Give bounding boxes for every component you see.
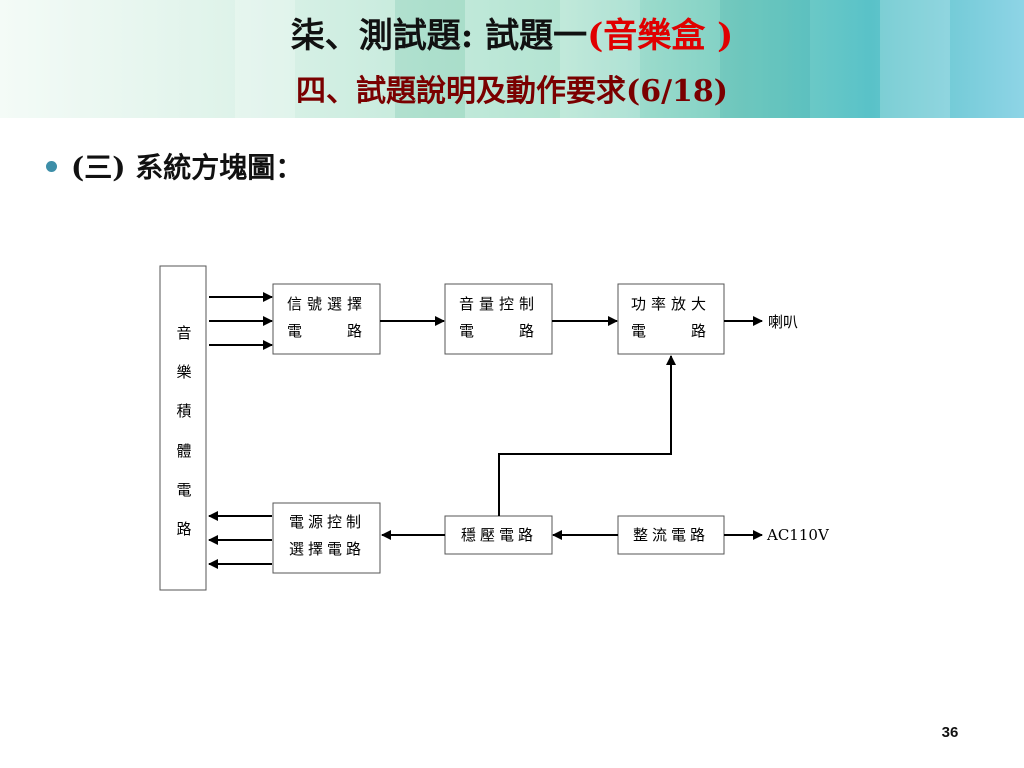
signal-select-box	[272, 283, 381, 355]
regulator-box	[444, 515, 553, 555]
title-bar: 柒、測試題: 試題一(音樂盒 ) 四、試題說明及動作要求(6/18)	[0, 0, 1024, 118]
bullet-item: (三) 系統方塊圖：	[46, 146, 303, 186]
signal-select-label-line1: 信號選擇	[287, 295, 367, 313]
music-ic-char: 體	[176, 442, 191, 460]
regulator-label: 穩壓電路	[461, 526, 537, 544]
speaker-label: 喇叭	[768, 313, 798, 331]
page-title: 柒、測試題: 試題一(音樂盒 )	[290, 16, 734, 56]
power-select-label-line2: 選擇電路	[289, 540, 365, 558]
regulator-to-amp-arrow	[498, 355, 676, 516]
bullet-dot-icon	[46, 160, 57, 172]
power-amp-box	[617, 283, 725, 355]
power-select-label-line1: 電源控制	[289, 513, 365, 531]
music-ic-char: 電	[176, 481, 191, 499]
power-select-box	[272, 502, 381, 574]
music-ic-char: 樂	[176, 363, 191, 381]
music-ic-char: 積	[176, 402, 191, 420]
rectifier-label: 整流電路	[633, 526, 709, 544]
page-subtitle: 四、試題說明及動作要求(6/18)	[296, 74, 728, 109]
rectifier-box	[617, 515, 725, 555]
power-amp-label-line2: 電 路	[631, 322, 711, 340]
music-ic-box	[159, 265, 207, 591]
power-amp-label-line1: 功率放大	[631, 295, 711, 313]
music-ic-char: 路	[176, 520, 191, 538]
ac-input-label: AC110V	[766, 526, 830, 544]
music-ic-char: 音	[176, 324, 191, 342]
volume-control-label-line2: 電 路	[459, 322, 539, 340]
page-number: 36	[941, 724, 959, 741]
volume-control-box	[444, 283, 553, 355]
signal-select-label-line2: 電 路	[287, 322, 367, 340]
bullet-text: (三) 系統方塊圖：	[71, 151, 304, 184]
volume-control-label-line1: 音量控制	[459, 295, 539, 313]
